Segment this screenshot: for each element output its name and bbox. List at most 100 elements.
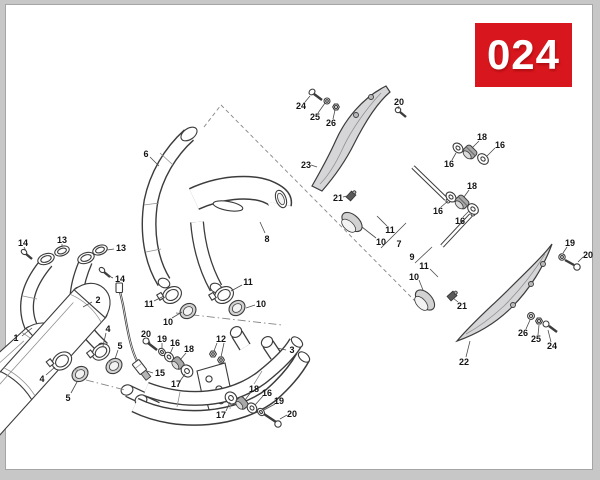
part-callout-20: 20 bbox=[287, 409, 297, 419]
part-callout-16: 16 bbox=[170, 338, 180, 348]
leader-line bbox=[463, 189, 470, 198]
header-pipe-rear bbox=[190, 221, 223, 294]
leader-line bbox=[147, 337, 151, 344]
part-callout-11: 11 bbox=[419, 261, 429, 271]
leader-line bbox=[577, 256, 584, 263]
muffler-hanger-rail-upper bbox=[411, 165, 451, 204]
collector-pipe-assembly bbox=[131, 336, 311, 426]
part-callout-13: 13 bbox=[116, 243, 126, 253]
leader-line bbox=[23, 246, 27, 252]
part-callout-25: 25 bbox=[310, 112, 320, 122]
part-callout-5: 5 bbox=[65, 393, 70, 403]
part-callout-4: 4 bbox=[105, 324, 110, 334]
heat-shield-22 bbox=[455, 243, 553, 343]
muffler-inlet-gaskets bbox=[341, 190, 458, 311]
part-callout-20: 20 bbox=[394, 97, 404, 107]
part-callout-5: 5 bbox=[117, 341, 122, 351]
part-callout-8: 8 bbox=[264, 234, 269, 244]
part-callout-10: 10 bbox=[409, 272, 419, 282]
part-callout-7: 7 bbox=[396, 239, 401, 249]
part-callout-11: 11 bbox=[144, 299, 154, 309]
leader-line bbox=[213, 342, 218, 352]
leader-line bbox=[562, 246, 568, 254]
leader-line bbox=[380, 222, 407, 249]
leader-line bbox=[102, 332, 107, 347]
leader-line bbox=[429, 268, 439, 278]
part-callout-16: 16 bbox=[495, 140, 505, 150]
part-callout-2: 2 bbox=[95, 295, 100, 305]
part-callout-10: 10 bbox=[163, 317, 173, 327]
leader-line bbox=[361, 226, 377, 239]
leader-line bbox=[149, 156, 160, 167]
grommet-cluster-lower bbox=[445, 191, 479, 215]
part-callout-20: 20 bbox=[583, 250, 593, 260]
part-callout-19: 19 bbox=[565, 238, 575, 248]
part-callout-9: 9 bbox=[409, 252, 414, 262]
leader-line bbox=[171, 311, 183, 319]
leader-line bbox=[465, 340, 471, 358]
leader-line bbox=[418, 279, 424, 291]
header-pipe-6 bbox=[141, 126, 198, 289]
part-callout-23: 23 bbox=[301, 160, 311, 170]
leader-line bbox=[547, 329, 552, 343]
part-callout-16: 16 bbox=[262, 388, 272, 398]
part-callout-14: 14 bbox=[115, 274, 125, 284]
part-callout-10: 10 bbox=[256, 299, 266, 309]
part-callout-24: 24 bbox=[296, 101, 306, 111]
part-callout-19: 19 bbox=[274, 396, 284, 406]
grommet-cluster-upper bbox=[452, 142, 489, 165]
leader-line bbox=[146, 370, 154, 374]
part-callout-1: 1 bbox=[13, 333, 18, 343]
part-callout-17: 17 bbox=[216, 410, 226, 420]
alignment-construction-lines bbox=[85, 104, 421, 391]
shield-fasteners-top bbox=[308, 88, 407, 118]
leader-line bbox=[179, 373, 186, 382]
part-callout-24: 24 bbox=[547, 341, 557, 351]
part-callout-14: 14 bbox=[18, 238, 28, 248]
part-callout-18: 18 bbox=[477, 132, 487, 142]
leader-line bbox=[397, 105, 400, 110]
part-callout-11: 11 bbox=[243, 277, 253, 287]
leader-line bbox=[332, 109, 336, 120]
leader-line bbox=[342, 195, 348, 198]
leader-line bbox=[317, 102, 326, 114]
leader-line bbox=[263, 403, 276, 411]
part-callout-11: 11 bbox=[385, 225, 395, 235]
part-callout-26: 26 bbox=[326, 118, 336, 128]
leader-line bbox=[244, 391, 252, 401]
pipe-clamps-and-gaskets-rear bbox=[155, 285, 246, 320]
leader-line bbox=[525, 319, 531, 330]
part-callout-17: 17 bbox=[171, 379, 181, 389]
leader-line bbox=[21, 327, 33, 337]
leader-line bbox=[471, 140, 480, 149]
leader-line bbox=[45, 366, 56, 376]
leader-line bbox=[452, 297, 459, 303]
part-callout-16: 16 bbox=[444, 159, 454, 169]
table-number: 024 bbox=[486, 31, 561, 78]
part-callout-16: 16 bbox=[455, 216, 465, 226]
part-callout-3: 3 bbox=[289, 345, 294, 355]
leader-line bbox=[70, 381, 78, 394]
leader-line bbox=[276, 347, 287, 351]
part-callout-16: 16 bbox=[433, 206, 443, 216]
part-callout-6: 6 bbox=[143, 149, 148, 159]
part-callout-20: 20 bbox=[141, 329, 151, 339]
table-number-badge: 024 bbox=[475, 23, 572, 87]
leader-line bbox=[310, 164, 318, 168]
part-callout-22: 22 bbox=[459, 357, 469, 367]
leader-line bbox=[537, 324, 540, 336]
part-callout-15: 15 bbox=[155, 368, 165, 378]
part-callout-12: 12 bbox=[216, 334, 226, 344]
leader-line bbox=[414, 246, 433, 264]
muffler-upper bbox=[0, 282, 111, 442]
leader-line bbox=[106, 248, 115, 251]
part-callout-10: 10 bbox=[376, 237, 386, 247]
leader-line bbox=[153, 295, 165, 302]
crossover-pipe-8 bbox=[188, 175, 293, 212]
leader-line bbox=[106, 274, 114, 279]
leader-line bbox=[114, 349, 119, 360]
leader-line bbox=[486, 147, 496, 157]
part-callout-18: 18 bbox=[467, 181, 477, 191]
